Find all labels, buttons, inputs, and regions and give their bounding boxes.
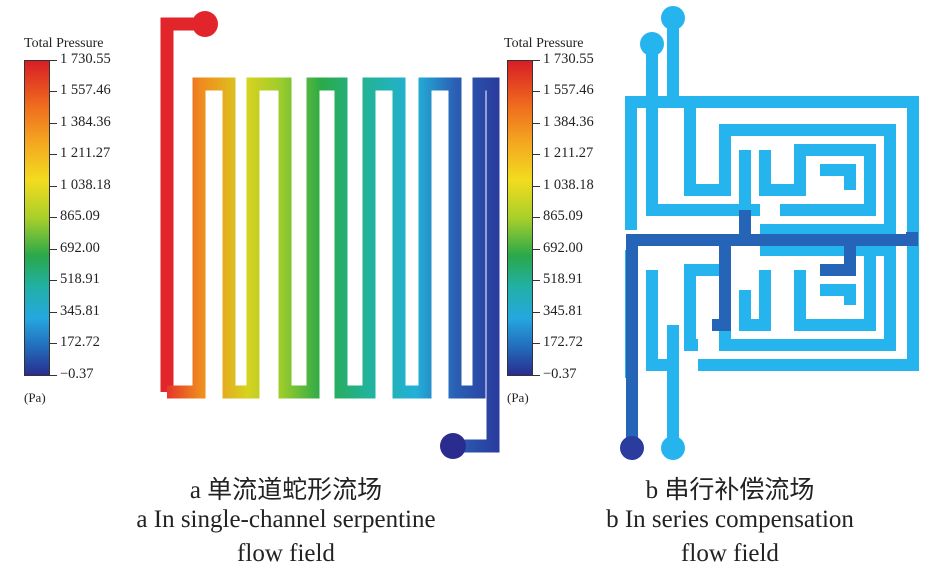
tick-label: 1 730.55	[543, 51, 594, 67]
outlet-port-a	[440, 433, 466, 459]
channel-lower-stub	[739, 270, 771, 331]
caption-a-en-1: a In single-channel serpentine	[136, 506, 436, 533]
dark-blue-channels	[626, 210, 918, 446]
caption-b-en-2: flow field	[681, 540, 779, 567]
tick-label: 1 384.36	[543, 114, 594, 130]
tick-label: 172.72	[543, 334, 583, 350]
legend-unit-b: (Pa)	[507, 390, 529, 405]
tick-label: 1 038.18	[543, 177, 594, 193]
caption-b-cn: b 串行补偿流场	[645, 477, 815, 504]
colorbar-gradient	[507, 60, 533, 376]
legend-title-a: Total Pressure	[24, 36, 104, 51]
tick-label: 865.09	[60, 208, 100, 224]
tick-label: 1 211.27	[60, 145, 111, 161]
legend-ticks-a: 1 730.55 1 557.46 1 384.36 1 211.27 1 03…	[50, 51, 170, 382]
inlet-port-b1	[661, 6, 685, 30]
tick-label: 1 211.27	[543, 145, 594, 161]
light-blue-channels	[625, 18, 919, 446]
legend-colorbar-b	[507, 60, 533, 376]
tick-label: 345.81	[543, 303, 583, 319]
caption-a-en-2: flow field	[237, 540, 335, 567]
tick-label: 1 038.18	[60, 177, 111, 193]
legend-colorbar-a	[24, 60, 50, 376]
tick-label: 518.91	[543, 271, 583, 287]
legend-unit-a: (Pa)	[24, 390, 46, 405]
tick-label: 1 557.46	[60, 82, 111, 98]
channel-outer-frame	[625, 96, 919, 371]
tick-label: 345.81	[60, 303, 100, 319]
tick-label: 692.00	[543, 240, 583, 256]
channel-inlet-riser-2	[646, 44, 760, 216]
caption-a-cn: a 单流道蛇形流场	[189, 477, 383, 504]
outlet-port-b1	[620, 436, 644, 460]
colorbar-gradient	[24, 60, 50, 376]
inlet-port-b2	[640, 32, 664, 56]
channel-lower-left	[646, 270, 673, 371]
channel-lower-loop-2	[820, 284, 856, 305]
channel-dark-stub-3	[820, 240, 856, 276]
legend-ticks-b: 1 730.55 1 557.46 1 384.36 1 211.27 1 03…	[533, 51, 643, 382]
tick-label: −0.37	[60, 366, 94, 382]
channel-upper-loop-3	[820, 164, 856, 190]
tick-label: 692.00	[60, 240, 100, 256]
channel-dark-stub-2	[712, 240, 731, 331]
tick-label: 518.91	[60, 271, 100, 287]
inlet-port-a	[192, 11, 218, 37]
caption-b-en-1: b In series compensation	[606, 506, 854, 533]
tick-label: 1 730.55	[60, 51, 111, 67]
channel-upper-loop-1	[684, 102, 896, 236]
channel-dark-main	[626, 232, 918, 446]
tick-label: 1 557.46	[543, 82, 594, 98]
tick-label: −0.37	[543, 366, 577, 382]
tick-label: 865.09	[543, 208, 583, 224]
channel-upper-loop-2	[759, 144, 876, 216]
serpentine-channel	[167, 77, 500, 453]
tick-label: 1 384.36	[60, 114, 111, 130]
legend-title-b: Total Pressure	[504, 36, 584, 51]
tick-label: 172.72	[60, 334, 100, 350]
outlet-port-b2	[661, 436, 685, 460]
